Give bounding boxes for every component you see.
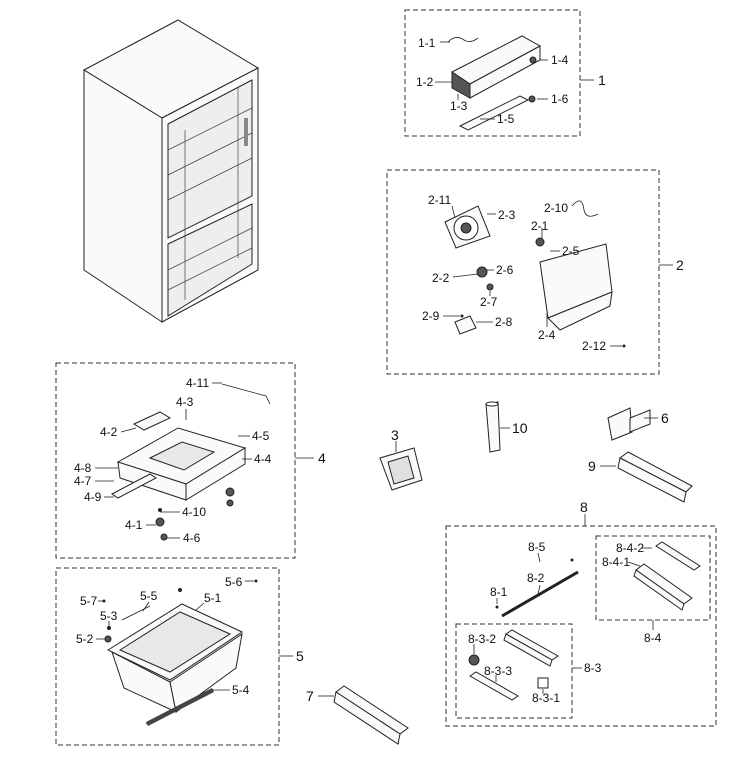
label-3: 3: [391, 427, 399, 443]
group-5-leaders: [96, 580, 293, 691]
label-2: 2: [676, 257, 684, 273]
label-2-2: 2-2: [432, 271, 450, 285]
label-2-3: 2-3: [498, 208, 516, 222]
label-5-6: 5-6: [225, 575, 243, 589]
label-8: 8: [580, 499, 588, 515]
label-4-2: 4-2: [100, 425, 118, 439]
group-2-box: [386, 169, 660, 375]
label-5-2: 5-2: [76, 632, 94, 646]
label-5-5: 5-5: [140, 589, 158, 603]
group-8-3-leaders: [473, 644, 582, 694]
label-2-1: 2-1: [531, 219, 549, 233]
part-3: [379, 441, 423, 491]
part-7: [318, 685, 409, 745]
label-1-1: 1-1: [418, 36, 436, 50]
group-8-leaders: [496, 552, 541, 604]
label-5-1: 5-1: [204, 591, 222, 605]
label-4-4: 4-4: [254, 452, 272, 466]
label-6: 6: [661, 410, 669, 426]
label-8-4-1: 8-4-1: [602, 555, 630, 569]
label-1-6: 1-6: [551, 92, 569, 106]
label-5-3: 5-3: [100, 609, 118, 623]
refrigerator-cabinet: [82, 19, 260, 323]
group-4-leaders: [95, 382, 314, 539]
group-2-parts: [444, 200, 626, 348]
label-8-4-2: 8-4-2: [616, 541, 644, 555]
label-2-10: 2-10: [544, 201, 568, 215]
group-4-box: [55, 362, 296, 559]
label-7: 7: [306, 688, 314, 704]
group-1-parts: [447, 35, 542, 131]
group-8-parts: [495, 558, 579, 618]
label-2-12: 2-12: [582, 339, 606, 353]
label-4-8: 4-8: [74, 461, 92, 475]
label-4: 4: [318, 450, 326, 466]
label-4-7: 4-7: [74, 474, 92, 488]
label-2-4: 2-4: [538, 328, 556, 342]
group-1-box: [404, 9, 581, 137]
label-2-11: 2-11: [428, 193, 451, 207]
label-8-4: 8-4: [644, 631, 662, 645]
part-6: [607, 407, 658, 441]
group-8-4-box: [595, 535, 711, 621]
label-8-3-2: 8-3-2: [468, 632, 496, 646]
label-4-5: 4-5: [252, 429, 270, 443]
label-4-9: 4-9: [84, 490, 102, 504]
label-4-11: 4-11: [186, 376, 209, 390]
label-2-7: 2-7: [480, 295, 498, 309]
label-1-5: 1-5: [497, 112, 515, 126]
label-8-3-1: 8-3-1: [532, 691, 560, 705]
group-8-3-parts: [468, 629, 559, 701]
group-5-parts: [102, 579, 258, 726]
group-8-3-box: [455, 623, 573, 719]
group-8-4-parts: [633, 541, 701, 611]
label-2-8: 2-8: [495, 315, 513, 329]
label-8-1: 8-1: [490, 585, 508, 599]
label-1-4: 1-4: [551, 53, 569, 67]
group-1-leaders: [435, 41, 594, 120]
label-2-5: 2-5: [562, 244, 580, 258]
label-8-3: 8-3: [584, 661, 602, 675]
label-4-1: 4-1: [125, 518, 143, 532]
label-9: 9: [588, 458, 596, 474]
label-1-2: 1-2: [416, 75, 434, 89]
label-10: 10: [512, 420, 528, 436]
group-8-4-leaders: [627, 547, 654, 630]
label-5-4: 5-4: [232, 683, 250, 697]
label-4-6: 4-6: [183, 531, 201, 545]
group-8-box: [445, 525, 717, 727]
group-4-parts: [111, 383, 271, 541]
label-2-6: 2-6: [496, 263, 514, 277]
label-1-3: 1-3: [450, 99, 468, 113]
label-8-3-3: 8-3-3: [484, 664, 512, 678]
label-5-7: 5-7: [80, 594, 98, 608]
group-2-leaders: [443, 205, 673, 347]
label-4-3: 4-3: [176, 395, 194, 409]
label-4-10: 4-10: [182, 505, 206, 519]
part-9: [600, 451, 693, 503]
label-1: 1: [598, 72, 606, 88]
part-10: [485, 401, 510, 453]
label-8-2: 8-2: [527, 571, 545, 585]
label-2-9: 2-9: [422, 309, 440, 323]
label-8-5: 8-5: [528, 540, 546, 554]
label-5: 5: [296, 648, 304, 664]
